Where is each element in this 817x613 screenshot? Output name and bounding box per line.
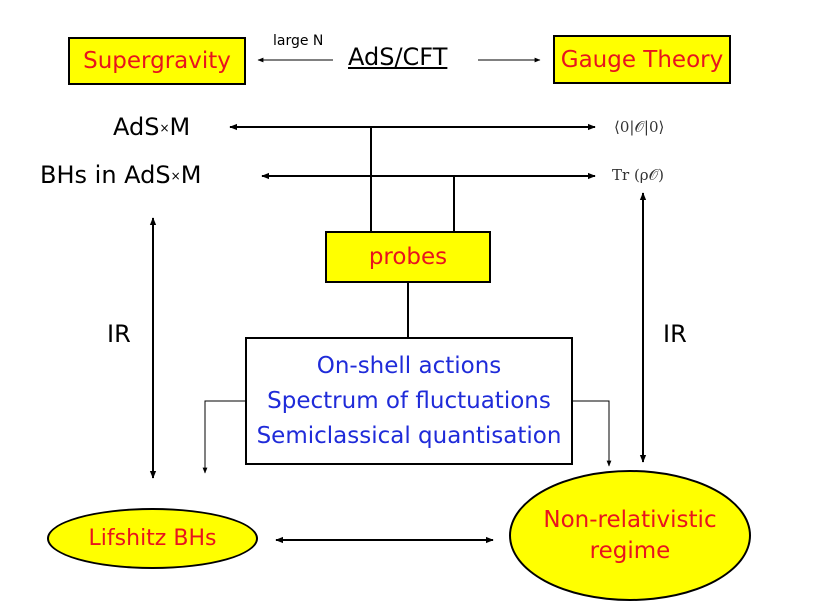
methods-to-nonrel-connector: [573, 400, 612, 467]
ads-text: AdS: [113, 113, 160, 141]
gauge-theory-box: Gauge Theory: [553, 35, 731, 84]
probes-box: probes: [325, 231, 491, 283]
probes-label: probes: [368, 244, 448, 270]
ads-cft-title: AdS/CFT: [348, 43, 448, 71]
lifshitz-bhs-label: Lifshitz BHs: [88, 526, 217, 551]
non-relativistic-label: Non-relativistic: [543, 506, 717, 533]
method-on-shell-actions: On-shell actions: [316, 352, 502, 379]
times-symbol: ×: [159, 121, 170, 135]
times-symbol: ×: [170, 169, 181, 183]
large-n-label: large N: [273, 33, 324, 49]
m-text: M: [169, 113, 191, 141]
gauge-theory-label: Gauge Theory: [560, 46, 724, 73]
methods-to-lifshitz-connector: [202, 400, 245, 474]
ir-right-label: IR: [663, 320, 687, 348]
non-relativistic-regime-oval: Non-relativistic regime: [509, 470, 751, 601]
ads-m-label: AdS×M: [113, 113, 190, 141]
vev-expression: ⟨0|𝒪|0⟩: [614, 118, 665, 136]
method-semiclassical-quantisation: Semiclassical quantisation: [256, 422, 562, 449]
ir-left-label: IR: [107, 320, 131, 348]
bhs-in-ads-m-label: BHs in AdS×M: [40, 161, 201, 189]
m-text: M: [180, 161, 202, 189]
methods-box: On-shell actions Spectrum of fluctuation…: [245, 337, 573, 465]
trace-expression: Tr (ρ𝒪): [612, 166, 664, 184]
bhs-in-ads-text: BHs in AdS: [40, 161, 171, 189]
regime-label: regime: [589, 537, 671, 564]
lifshitz-bhs-oval: Lifshitz BHs: [47, 508, 258, 569]
method-spectrum-of-fluctuations: Spectrum of fluctuations: [267, 387, 551, 414]
supergravity-box: Supergravity: [68, 37, 246, 85]
supergravity-label: Supergravity: [83, 48, 231, 74]
